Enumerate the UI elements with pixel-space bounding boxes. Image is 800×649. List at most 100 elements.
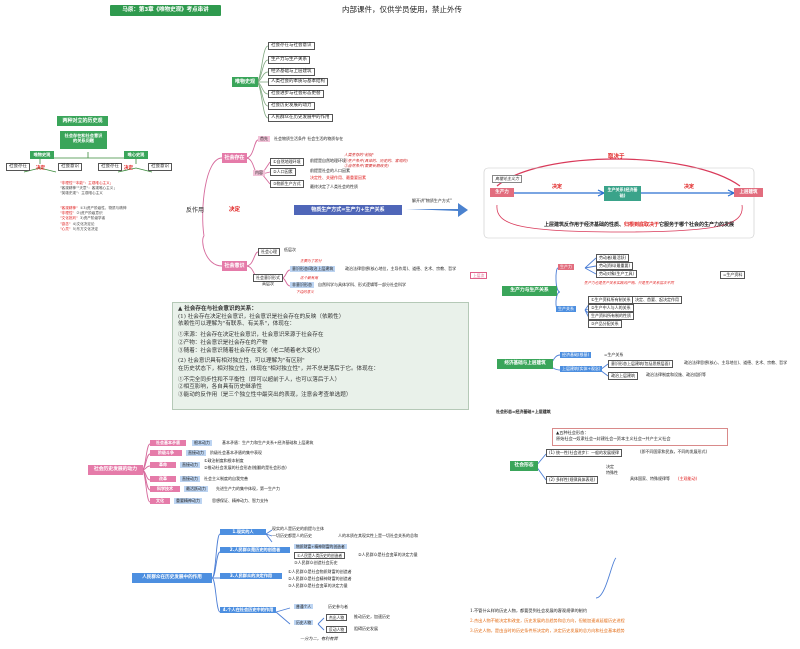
diversity-extra: (主观能动) — [678, 476, 698, 481]
form-nonideology-node[interactable]: 非意识形态 — [290, 282, 314, 288]
pf-sub-2[interactable]: 劳动资料(最重要) — [596, 262, 634, 270]
unity-node[interactable]: (1) 统一性(社会进步)：一般的发展规律 — [546, 449, 623, 457]
motive-row-tag-6[interactable]: 重要精神动力 — [174, 498, 202, 504]
social-form-decides: 决定 — [606, 464, 614, 469]
consciousness-form-node[interactable]: 社会意识形式 — [253, 274, 283, 282]
pf-sub-3[interactable]: 劳动对象(生产工具) — [596, 270, 638, 278]
center-tail-node[interactable]: 上层次 — [470, 272, 488, 280]
materialism-item-6[interactable]: 社会历史发展的动力 — [268, 102, 315, 111]
pr-sub-3[interactable]: ③产品分配关系 — [588, 320, 622, 328]
pf-tail[interactable]: =生产资料 — [720, 271, 746, 279]
masses-s4-sub-2b[interactable]: 反动人物 — [326, 626, 348, 634]
motive-row-label-3[interactable]: 革命 — [150, 462, 176, 468]
unity-note: 一般的发展规律 — [591, 450, 620, 455]
masses-s4-sub-2a-note: 推动历史，加速历史 — [354, 614, 390, 619]
motive-row-label-4[interactable]: 改革 — [150, 476, 176, 482]
two-views-question[interactable]: 社会存在和社会意识 的关系问题 — [60, 131, 107, 149]
motive-row-note-4: 社会主义制度的自我完善 — [204, 476, 248, 481]
decides-left-label: 决定 — [552, 184, 563, 190]
content-box[interactable]: 内容 — [253, 170, 265, 176]
masses-root[interactable]: 人民群众在历史发展中的作用 — [132, 573, 212, 583]
material-mode-node[interactable]: ③物质生产方式 — [270, 180, 304, 188]
sb-sub-2[interactable]: 政治上层建筑 — [608, 372, 638, 380]
right-leaf-existence[interactable]: 社会存在 — [98, 163, 122, 172]
right-leaf-consciousness[interactable]: 社会意识 — [148, 163, 172, 172]
materialism-root[interactable]: 唯物史观 — [232, 77, 258, 87]
social-form-root[interactable]: 社会形态 — [510, 461, 538, 471]
pf-box[interactable]: 生产力 — [558, 264, 574, 270]
masses-s4-sub-2[interactable]: 历史人物 — [294, 620, 314, 626]
masses-s3-note-2: ②人民群众是社会精神财富的创造者 — [288, 576, 352, 581]
production-root[interactable]: 生产力与生产关系 — [502, 286, 557, 296]
masses-s4-sub-1-note: 历史参与者 — [328, 604, 348, 609]
social-form-extra: 特殊性 — [606, 470, 618, 475]
two-views-title[interactable]: 两种对立的历史观 — [57, 116, 108, 126]
diversity-node[interactable]: (2) 多样性(规律具体表现) — [546, 476, 599, 484]
masses-s2-note-1[interactable]: 物质财富+精神财富的创造者 — [294, 544, 347, 550]
productive-force-node[interactable]: 生产力 — [490, 188, 514, 197]
superstructure-node[interactable]: 上层建筑 — [734, 188, 763, 197]
social-existence-node[interactable]: 社会存在 — [222, 153, 247, 163]
right-decides-label: 决定 — [124, 166, 133, 171]
masses-s1[interactable]: 1.现实的人 — [220, 529, 266, 535]
materialism-item-2[interactable]: 生产力与生产关系 — [268, 56, 310, 65]
motive-row-tag-3[interactable]: 直接动力 — [180, 462, 200, 468]
red-note-box: 人类生存的"前提" ①生产条件(具体的、历史的、客观的) ②自然条件(需要长期改… — [344, 152, 416, 169]
masses-right-notes: 1.不管什么样的历史人物，都要受到社会发展的客观规律的制约 2.杰出人物不能决定… — [470, 606, 625, 636]
masses-s2[interactable]: 2.人民群众是历史的创造者 — [220, 547, 290, 553]
masses-s4-sub-1[interactable]: 普通个人 — [294, 604, 314, 610]
first-box[interactable]: 首先 — [258, 136, 270, 142]
social-mind-node[interactable]: 社会心理 — [258, 248, 280, 256]
pr-note-3[interactable]: 生产资料所有制的性质 — [588, 312, 634, 320]
masses-s4-sub-2a[interactable]: 杰出人物 — [326, 614, 348, 622]
pr-sub-1[interactable]: ①生产资料所有制关系 — [588, 296, 634, 304]
materialism-item-7[interactable]: 人民群众在历史发展中的作用 — [268, 114, 333, 123]
note-p1: (1) 社会存在决定社会意识，社会意识是社会存在的反映（依赖性） — [178, 313, 345, 320]
table-cell: "非理性" — [60, 211, 75, 216]
masses-s4[interactable]: 4.个人在社会历史中的作用 — [220, 607, 276, 613]
motive-row-tag-4[interactable]: 直接动力 — [180, 476, 200, 482]
left-leaf-consciousness[interactable]: 社会意识 — [58, 163, 82, 172]
motive-root[interactable]: 社会历史发展的动力 — [88, 465, 143, 475]
materialism-item-1[interactable]: 社会存在与社会意识 — [268, 42, 315, 51]
masses-s3[interactable]: 3.人民群众的决定作用 — [220, 573, 282, 579]
note-list1-item: ①来源：社会存在决定社会意识，社会意识来源于社会存在 — [178, 332, 324, 339]
right-note-1: 1.不管什么样的历史人物，都要受到社会发展的客观规律的制约 — [470, 608, 588, 613]
materialism-item-4[interactable]: 人类社会的本质与基本结构 — [268, 78, 328, 87]
sb-sub-1[interactable]: 意识形态上层建筑(包括思想层面) — [608, 360, 674, 368]
social-consciousness-node[interactable]: 社会意识 — [222, 261, 247, 271]
production-relation-node[interactable]: 生产关系(经济基础) — [604, 186, 641, 201]
motive-row-label-6[interactable]: 文化 — [150, 498, 170, 504]
materialism-item-3[interactable]: 经济基础与上层建筑 — [268, 68, 315, 77]
material-mode-bar[interactable]: 物质生产方式=生产力+生产关系 — [294, 205, 402, 215]
pr-sub-2[interactable]: ②生产中人与人的关系 — [588, 304, 634, 312]
social-mind-note: 低层次 — [284, 247, 296, 252]
decides-top-label: 取决于 — [608, 154, 625, 160]
sequence-text: 原始社会→奴隶社会→封建社会→资本主义社会→共产主义社会 — [556, 436, 671, 442]
materialism-item-5[interactable]: 社会进步与社会形态更替 — [268, 90, 324, 99]
economy-root[interactable]: 经济基础与上层建筑 — [497, 359, 553, 369]
consciousness-form-note: 高层次 — [262, 281, 274, 286]
left-leaf-existence[interactable]: 社会存在 — [6, 163, 30, 172]
motive-row-label-5[interactable]: 科学技术 — [150, 486, 180, 492]
red-note-2: ①生产条件(具体的、历史的、客观的) — [344, 157, 408, 163]
masses-s2-note-2[interactable]: ①人民是人类历史的创造者 — [294, 552, 346, 560]
note-title: ▲ 社会存在与社会意识的关系： — [178, 306, 257, 312]
motive-row-tag-5[interactable]: 最活跃动力 — [184, 486, 208, 492]
geo-env-node[interactable]: ①自然地理环境 — [270, 158, 304, 166]
economic-base-node[interactable]: 经济基础(根基) — [560, 352, 592, 358]
pr-sub-1-note[interactable]: 决定、首要、起决定作用 — [632, 296, 682, 304]
materialist-view[interactable]: 唯物史观 — [30, 151, 54, 159]
pr-box[interactable]: 生产关系 — [556, 306, 576, 312]
form-ideology-node[interactable]: 意识形态/政治上层建筑 — [290, 266, 336, 272]
motive-row-tag-1[interactable]: 根本动力 — [192, 440, 212, 446]
center-decides-label: 决定 — [229, 207, 241, 213]
motive-row-label-1[interactable]: 社会基本矛盾 — [150, 440, 186, 446]
superstructure-node-2[interactable]: 上层建筑(实体+观念) — [560, 366, 603, 372]
motive-row-label-2[interactable]: 阶级斗争 — [150, 450, 182, 456]
idealist-view[interactable]: 唯心史观 — [124, 151, 148, 159]
motive-row-tag-2[interactable]: 直接动力 — [186, 450, 206, 456]
pf-sub-1[interactable]: 劳动者(最活跃) — [596, 254, 630, 262]
population-node[interactable]: ②人口因素 — [270, 168, 296, 176]
motive-row-note-3a: ①政治制度和根本制度 — [204, 458, 244, 463]
